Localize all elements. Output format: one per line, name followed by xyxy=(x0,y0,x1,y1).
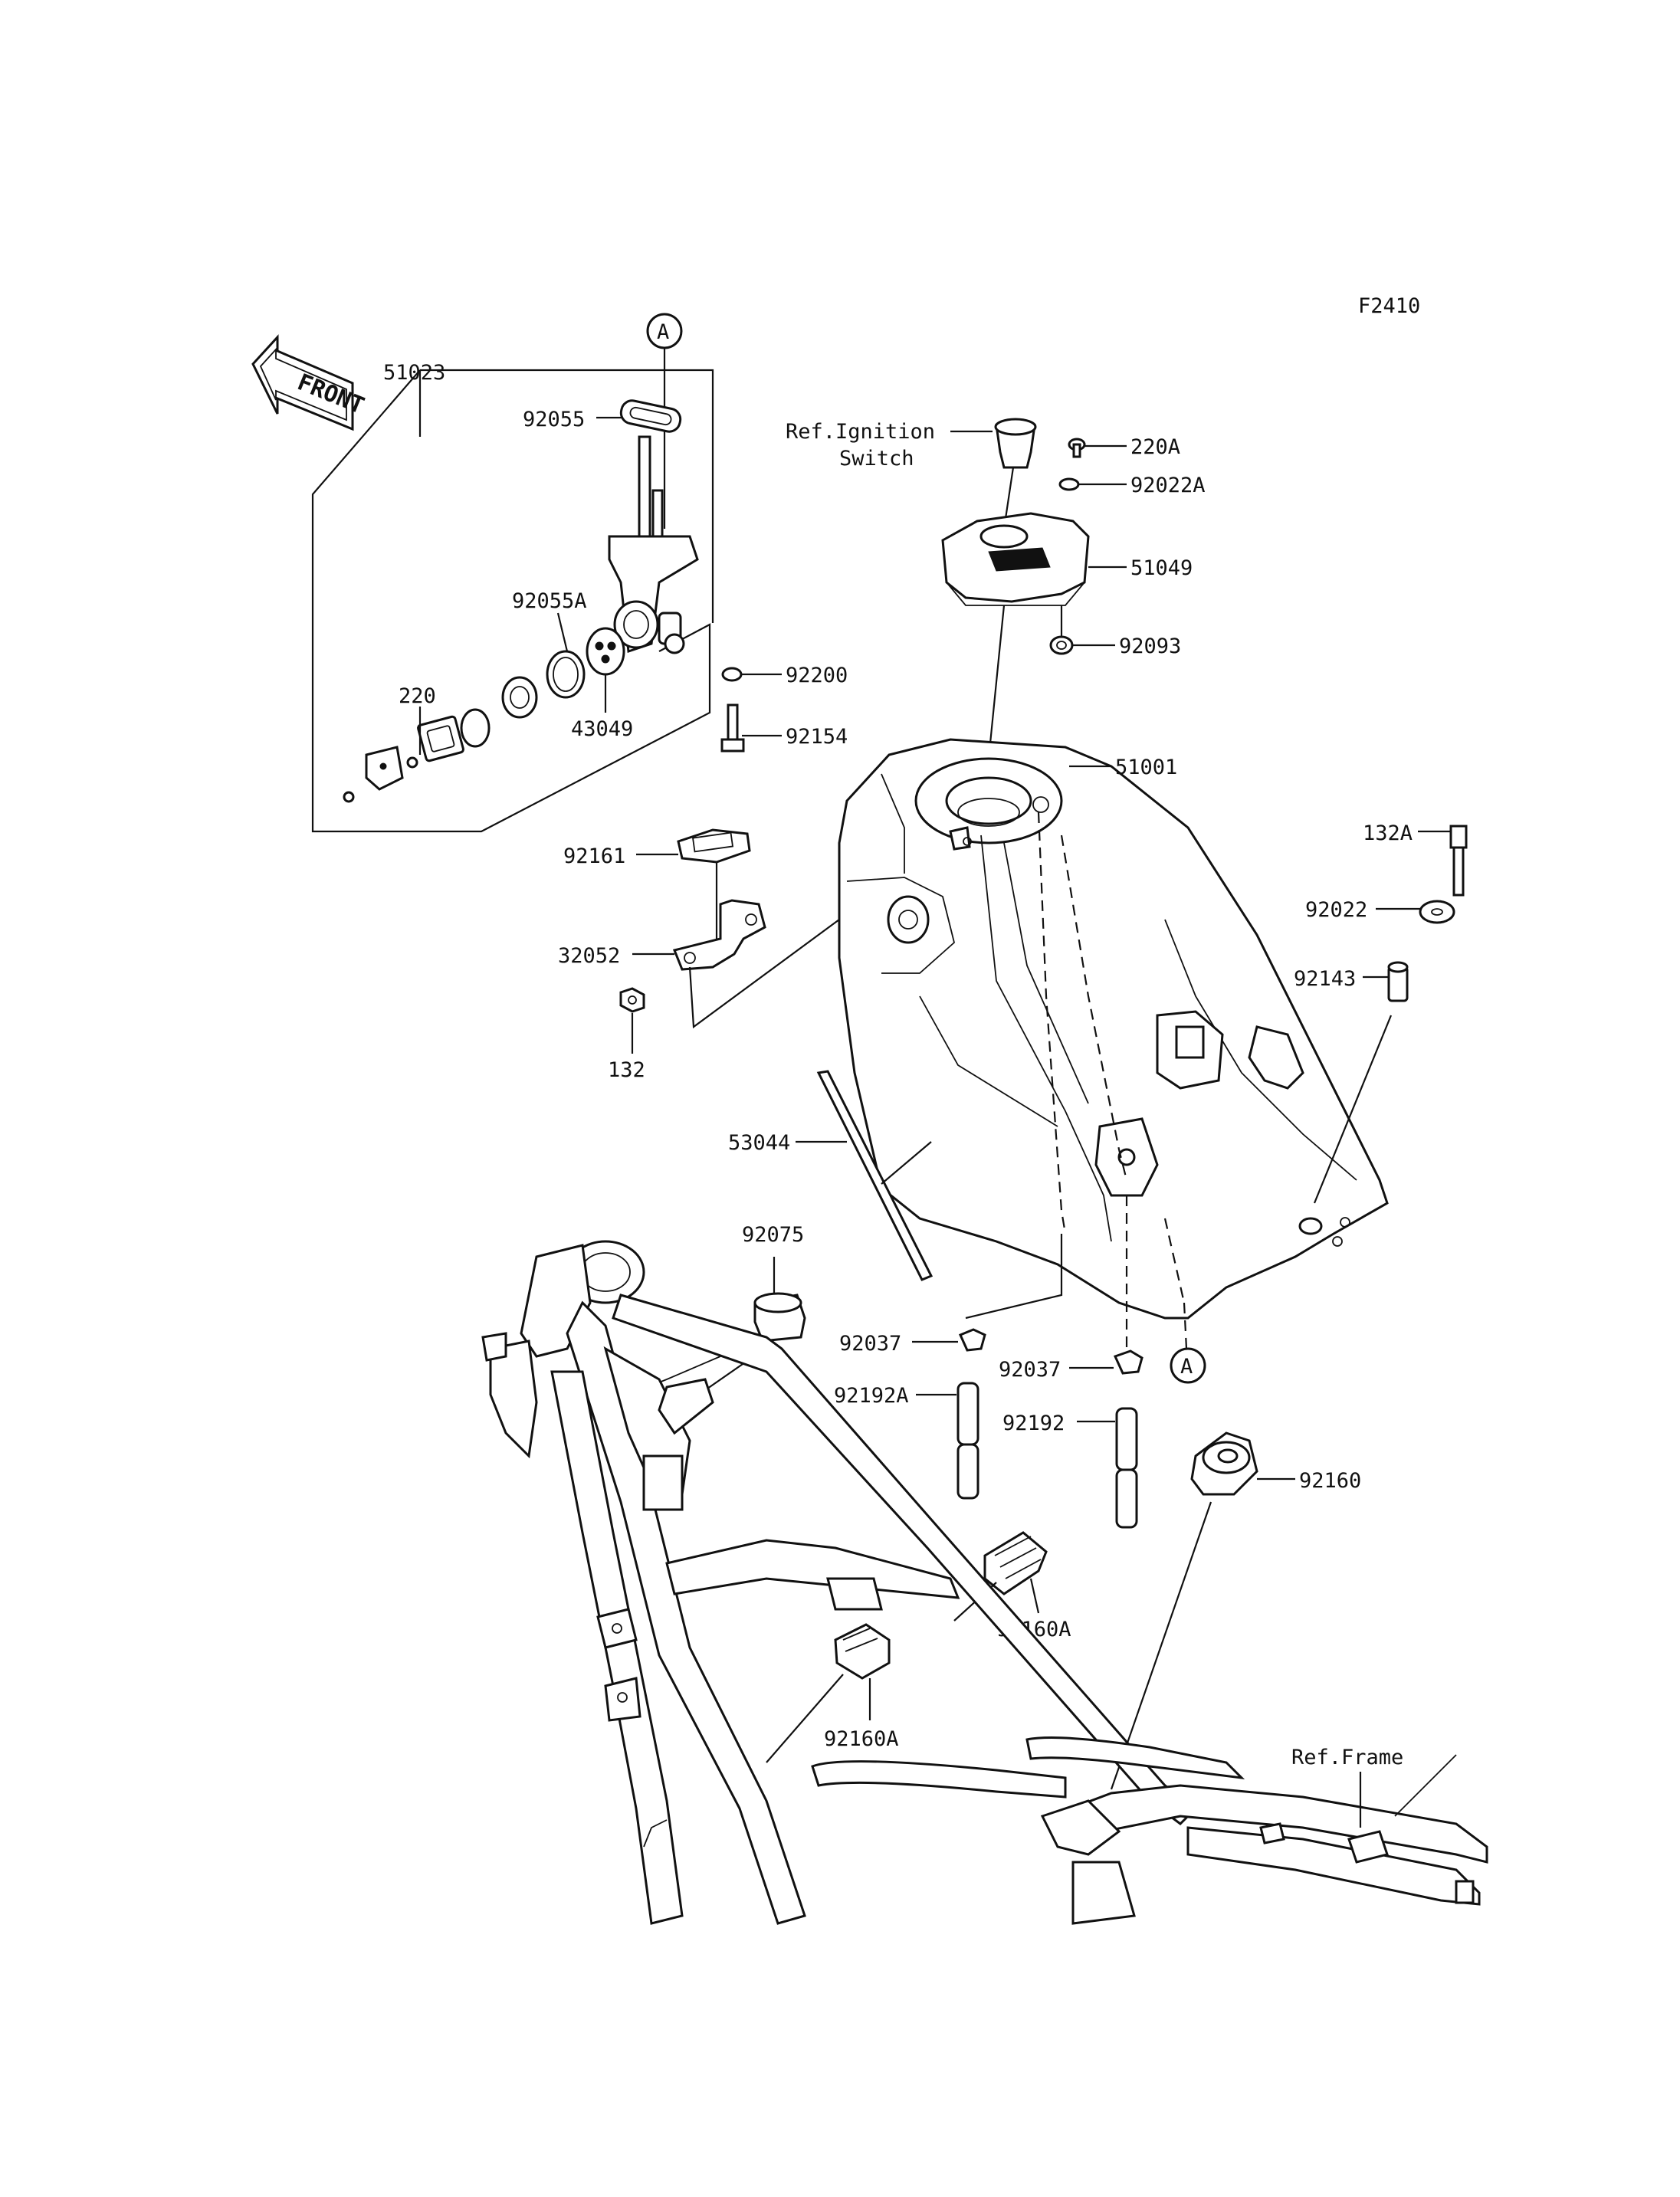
label-92154: 92154 xyxy=(786,725,848,749)
clamp-92161 xyxy=(677,828,751,864)
ref-ignition-switch-line1: Ref.Ignition xyxy=(786,420,935,444)
label-132A: 132A xyxy=(1363,821,1413,845)
label-220: 220 xyxy=(399,684,436,708)
label-51023: 51023 xyxy=(383,361,445,385)
clamp-92037-left xyxy=(958,1328,986,1352)
label-92192: 92192 xyxy=(1002,1412,1065,1435)
svg-text:A: A xyxy=(1180,1355,1193,1379)
screw-220A xyxy=(1068,438,1086,458)
label-92200: 92200 xyxy=(786,664,848,687)
washer-92022A xyxy=(1058,477,1080,491)
ignition-switch-plug xyxy=(994,418,1037,469)
collar-92143 xyxy=(1387,961,1409,1002)
nut-92093 xyxy=(1049,635,1074,655)
label-92093: 92093 xyxy=(1119,635,1181,658)
label-92022: 92022 xyxy=(1305,898,1367,922)
label-92192A: 92192A xyxy=(834,1384,909,1408)
nut-132 xyxy=(619,987,645,1013)
washer-92200 xyxy=(721,667,743,682)
fuel-cock-body xyxy=(608,435,699,654)
damper-92160A-lower xyxy=(834,1623,891,1680)
label-92075: 92075 xyxy=(742,1223,804,1247)
bolt-132A xyxy=(1449,825,1468,897)
fuel-tank-cap-51049 xyxy=(941,512,1090,606)
bracket-32052 xyxy=(672,899,766,971)
ref-frame: Ref.Frame xyxy=(1291,1746,1403,1769)
clamp-92037-right xyxy=(1113,1349,1144,1375)
damper-92160A-upper xyxy=(983,1531,1048,1595)
hose-92192A xyxy=(956,1382,979,1500)
label-51001: 51001 xyxy=(1115,756,1177,779)
label-220A: 220A xyxy=(1130,435,1180,459)
o-ring-92055A xyxy=(546,650,586,699)
fuel-cock-assembly-outline xyxy=(311,369,714,833)
figure-code: F2410 xyxy=(1358,294,1420,318)
label-92055A: 92055A xyxy=(512,589,587,613)
label-92037-right: 92037 xyxy=(999,1358,1061,1382)
label-92160: 92160 xyxy=(1299,1469,1361,1493)
label-32052: 32052 xyxy=(558,944,620,968)
fuel-cock-lever xyxy=(343,676,538,803)
ref-marker-a-bottom: A xyxy=(1170,1347,1206,1384)
ref-ignition-switch-line2: Switch xyxy=(839,447,914,471)
label-92022A: 92022A xyxy=(1130,474,1206,497)
label-92161: 92161 xyxy=(563,844,625,868)
strip-53044 xyxy=(816,1070,934,1281)
damper-92160 xyxy=(1190,1431,1258,1496)
label-92160A-lower: 92160A xyxy=(824,1727,899,1751)
hose-92192 xyxy=(1115,1407,1138,1529)
washer-92022 xyxy=(1419,900,1455,924)
front-arrow: FRONT xyxy=(251,334,368,431)
svg-text:A: A xyxy=(657,320,669,344)
ref-marker-a-top: A xyxy=(646,313,683,349)
motorcycle-frame xyxy=(481,1240,1488,1925)
label-92055: 92055 xyxy=(523,408,585,431)
bolt-92154 xyxy=(720,703,745,753)
label-92037-left: 92037 xyxy=(839,1332,901,1356)
label-92143: 92143 xyxy=(1294,967,1356,991)
gasket-92055 xyxy=(619,399,682,433)
plate-43049 xyxy=(586,627,625,676)
damper-92075 xyxy=(753,1292,806,1343)
fuel-tank-51001 xyxy=(838,738,1389,1320)
label-43049: 43049 xyxy=(571,717,633,741)
label-132: 132 xyxy=(608,1058,645,1082)
label-51049: 51049 xyxy=(1130,556,1193,580)
label-53044: 53044 xyxy=(728,1131,790,1155)
